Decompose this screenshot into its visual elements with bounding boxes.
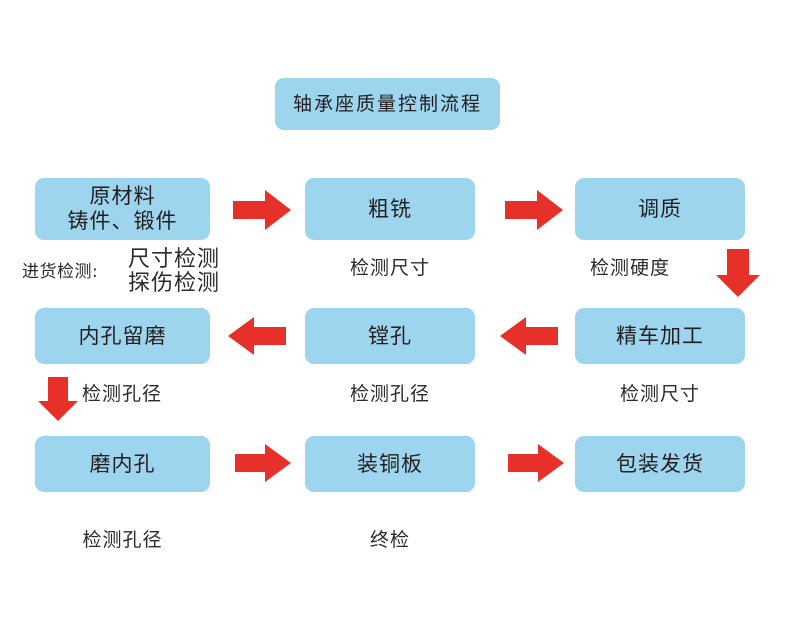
node-package-and-ship: 包装发货 xyxy=(575,436,745,492)
node-boring-label: 镗孔 xyxy=(368,323,412,348)
caption-bore-left-for-grinding: 检测孔径 xyxy=(82,383,163,405)
arrow-boring-to-bore-grind xyxy=(228,317,286,355)
node-tempering: 调质 xyxy=(575,178,745,240)
node-title: 轴承座质量控制流程 xyxy=(275,78,500,130)
arrow-fine-turn-to-boring xyxy=(500,317,558,355)
caption-fine-turning: 检测尺寸 xyxy=(619,383,700,405)
caption-rough-milling: 检测尺寸 xyxy=(349,257,430,279)
arrow-copper-to-pack-ship xyxy=(508,444,564,482)
arrow-bore-grind-to-grind-bore xyxy=(38,377,78,421)
node-fine-turning: 精车加工 xyxy=(575,308,745,364)
caption-incoming-inspection-lead: 进货检测: xyxy=(22,262,99,282)
caption-boring: 检测孔径 xyxy=(349,383,430,405)
node-package-and-ship-label: 包装发货 xyxy=(616,451,704,476)
caption-tempering: 检测硬度 xyxy=(589,257,670,279)
node-grind-inner-bore-label: 磨内孔 xyxy=(89,451,156,476)
node-fine-turning-label: 精车加工 xyxy=(616,323,704,348)
node-grind-inner-bore: 磨内孔 xyxy=(35,436,210,492)
node-install-copper-plate-label: 装铜板 xyxy=(357,451,423,476)
node-install-copper-plate: 装铜板 xyxy=(305,436,475,492)
node-boring: 镗孔 xyxy=(305,308,475,364)
node-raw-material: 原材料 铸件、锻件 xyxy=(35,178,210,240)
node-tempering-label: 调质 xyxy=(638,196,682,221)
node-rough-milling-label: 粗铣 xyxy=(368,196,412,221)
arrow-temper-to-fine-turn xyxy=(716,249,760,297)
node-bore-left-for-grinding-label: 内孔留磨 xyxy=(78,323,167,348)
node-bore-left-for-grinding: 内孔留磨 xyxy=(35,308,210,364)
arrow-grind-to-copper xyxy=(235,444,291,482)
node-title-label: 轴承座质量控制流程 xyxy=(292,92,482,115)
caption-incoming-inspection-checks: 尺寸检测 探伤检测 xyxy=(128,247,221,297)
node-raw-material-label: 原材料 铸件、锻件 xyxy=(67,184,178,233)
node-rough-milling: 粗铣 xyxy=(305,178,475,240)
arrow-rough-mill-to-temper xyxy=(505,190,563,230)
caption-install-copper-plate: 终检 xyxy=(369,529,410,551)
arrow-raw-to-rough-mill xyxy=(233,190,291,230)
caption-grind-inner-bore: 检测孔径 xyxy=(82,529,163,551)
